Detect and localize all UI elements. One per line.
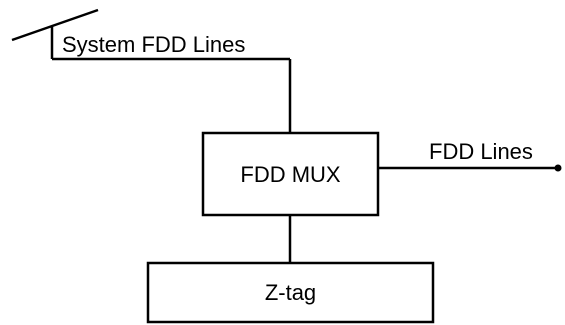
ztag-box <box>146 261 435 324</box>
system-fdd-lines-connector <box>11 8 292 133</box>
bus-slant-line <box>11 8 99 42</box>
fdd-mux-block: FDD MUX <box>201 131 380 217</box>
output-terminal-dot <box>554 164 562 172</box>
fdd-lines-label: FDD Lines <box>429 139 533 164</box>
fdd-lines-output <box>378 164 562 172</box>
fdd-mux-box <box>201 131 380 217</box>
ztag-block: Z-tag <box>146 261 435 324</box>
ztag-label: Z-tag <box>265 280 316 305</box>
system-fdd-lines-label: System FDD Lines <box>62 32 245 57</box>
fdd-mux-label: FDD MUX <box>240 162 341 187</box>
